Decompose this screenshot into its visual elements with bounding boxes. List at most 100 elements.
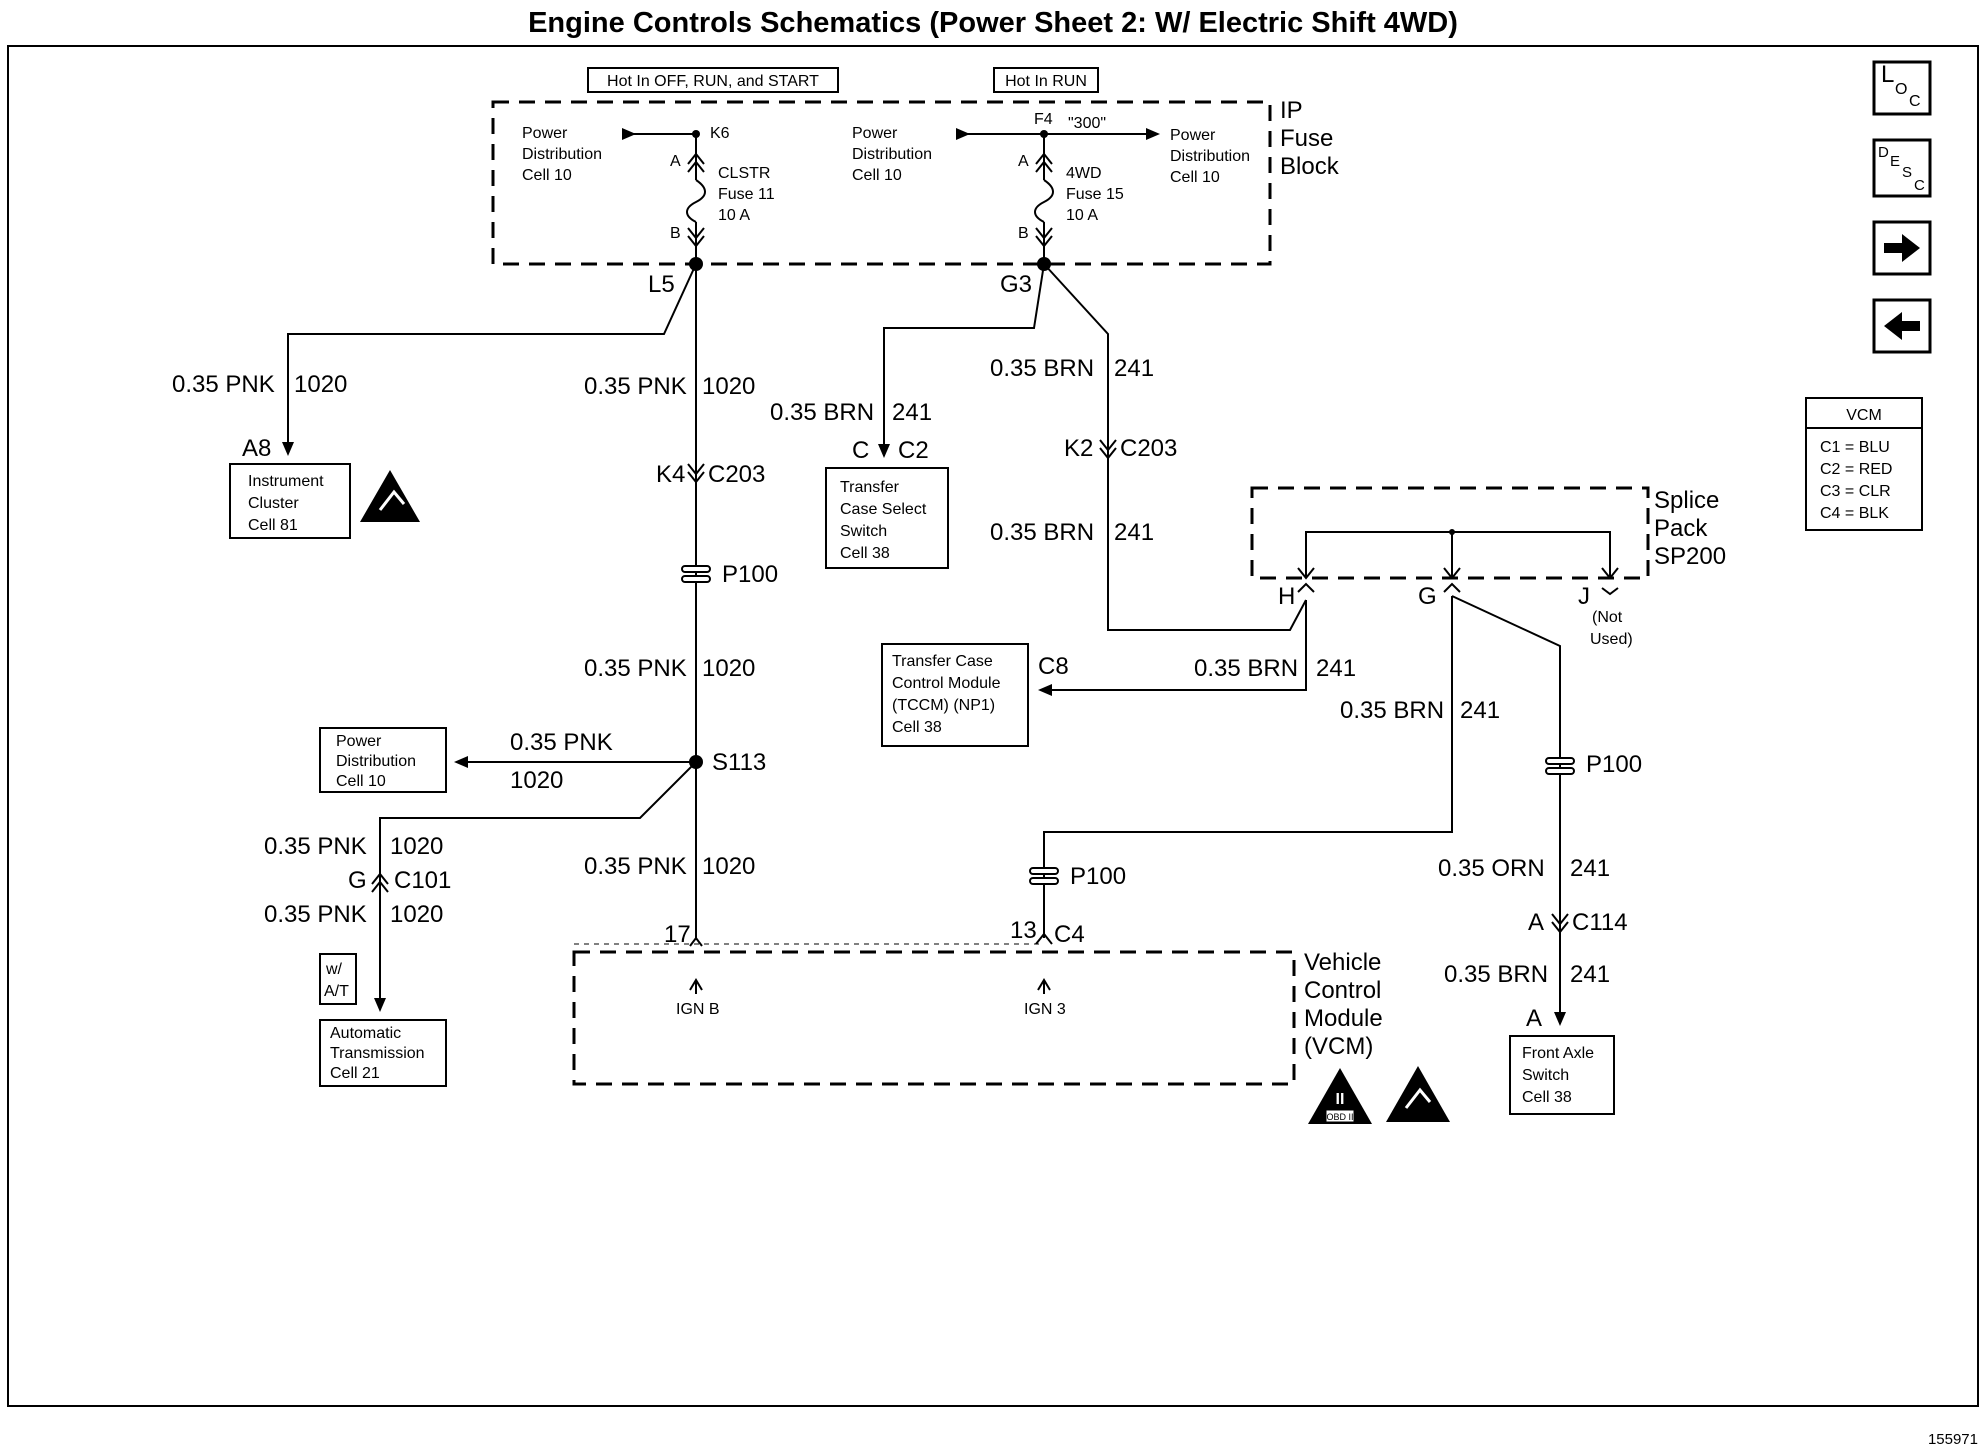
transfer-case-select-switch: Transfer Case Select Switch Cell 38 [825, 467, 949, 569]
svg-text:IGN 3: IGN 3 [1024, 1001, 1066, 1018]
svg-text:0.35 PNK: 0.35 PNK [584, 853, 687, 880]
svg-text:Used): Used) [1590, 631, 1633, 648]
svg-text:L5: L5 [648, 271, 675, 298]
svg-text:0.35 BRN: 0.35 BRN [1340, 697, 1444, 724]
esd-warning-icon [360, 470, 420, 522]
svg-text:Vehicle: Vehicle [1304, 949, 1381, 976]
svg-text:Instrument: Instrument [248, 473, 324, 490]
pd-mid-label: Distribution [852, 146, 932, 163]
svg-text:C114: C114 [1572, 909, 1628, 936]
svg-text:241: 241 [1570, 961, 1610, 988]
svg-text:1020: 1020 [702, 373, 755, 400]
svg-text:Switch: Switch [840, 523, 887, 540]
connector-c101 [371, 872, 389, 893]
svg-text:1020: 1020 [702, 853, 755, 880]
legend-row: C2 = RED [1820, 461, 1892, 478]
svg-text:II: II [1336, 1091, 1345, 1108]
svg-text:(VCM): (VCM) [1304, 1033, 1373, 1060]
svg-text:241: 241 [1570, 855, 1610, 882]
svg-text:E: E [1890, 153, 1900, 170]
svg-text:Transmission: Transmission [330, 1045, 425, 1062]
svg-text:P100: P100 [1586, 751, 1642, 778]
svg-text:K4: K4 [656, 461, 685, 488]
fuse15-label: 10 A [1066, 207, 1098, 224]
svg-text:0.35 PNK: 0.35 PNK [264, 901, 367, 928]
connector-c203-right [1099, 439, 1117, 460]
loc-button[interactable]: L O C [1872, 60, 1932, 116]
wat-tag: w/ A/T [319, 953, 357, 1005]
fuse11-label: Fuse 11 [718, 186, 775, 203]
pd-left-label: Power [522, 125, 568, 142]
wire-1020-to-cluster: 0.35 PNK 1020 [172, 263, 697, 456]
legend-title: VCM [1846, 407, 1882, 424]
svg-text:Hot In RUN: Hot In RUN [1005, 73, 1087, 90]
svg-text:SP200: SP200 [1654, 543, 1726, 570]
svg-text:Switch: Switch [1522, 1067, 1569, 1084]
ip-fuse-block: Hot In OFF, RUN, and START Hot In RUN IP… [491, 67, 1340, 266]
svg-text:Transfer: Transfer [840, 479, 900, 496]
fuse15-label: Fuse 15 [1066, 186, 1124, 203]
svg-text:Automatic: Automatic [330, 1025, 401, 1042]
svg-text:B: B [1018, 225, 1029, 242]
svg-text:G: G [1418, 583, 1437, 610]
wire-241-to-tccm [1042, 600, 1307, 691]
svg-text:241: 241 [1460, 697, 1500, 724]
svg-text:C: C [1909, 93, 1921, 110]
fuse11-label: 10 A [718, 207, 750, 224]
svg-text:241: 241 [892, 399, 932, 426]
svg-text:G3: G3 [1000, 271, 1032, 298]
svg-text:Cell 38: Cell 38 [1522, 1089, 1572, 1106]
svg-text:C8: C8 [1038, 653, 1069, 680]
esd-warning-icon [1386, 1066, 1450, 1122]
instrument-cluster: Instrument Cluster Cell 81 [229, 463, 351, 539]
fuse-block-name: Block [1280, 153, 1340, 180]
svg-text:IGN B: IGN B [676, 1001, 720, 1018]
fuse15-label: 4WD [1066, 165, 1102, 182]
svg-text:1020: 1020 [510, 767, 563, 794]
svg-text:A/T: A/T [324, 983, 349, 1000]
svg-text:0.35 PNK: 0.35 PNK [584, 655, 687, 682]
svg-text:K6: K6 [710, 125, 730, 142]
legend-row: C3 = CLR [1820, 483, 1891, 500]
fuse-block-name: Fuse [1280, 125, 1333, 152]
svg-text:C: C [852, 437, 869, 464]
svg-text:Cell 38: Cell 38 [892, 719, 942, 736]
svg-text:Power: Power [336, 733, 382, 750]
svg-text:O: O [1895, 81, 1907, 98]
hot-label-2: Hot In RUN [993, 67, 1099, 93]
svg-text:13: 13 [1010, 917, 1037, 944]
pd-right-label: Power [1170, 127, 1216, 144]
svg-text:Front Axle: Front Axle [1522, 1045, 1594, 1062]
svg-text:1020: 1020 [390, 901, 443, 928]
fuse11-label: CLSTR [718, 165, 770, 182]
vcm-connector-legend: VCM C1 = BLU C2 = RED C3 = CLR C4 = BLK [1805, 397, 1923, 531]
prev-button[interactable] [1872, 298, 1932, 354]
svg-text:P100: P100 [1070, 863, 1126, 890]
svg-text:w/: w/ [325, 961, 343, 978]
svg-text:Case Select: Case Select [840, 501, 927, 518]
wire-241-to-switch [883, 263, 1045, 456]
svg-text:A: A [1018, 153, 1029, 170]
svg-text:S: S [1902, 164, 1912, 181]
svg-text:C203: C203 [1120, 435, 1177, 462]
p100-left [681, 565, 711, 583]
connector-c203-left [687, 463, 705, 484]
desc-button[interactable]: D E S C [1872, 138, 1932, 198]
svg-text:L: L [1881, 61, 1894, 88]
p100-right [1545, 757, 1575, 775]
svg-text:S113: S113 [712, 749, 766, 776]
legend-row: C1 = BLU [1820, 439, 1890, 456]
svg-text:C4: C4 [1054, 921, 1085, 948]
svg-text:Hot In OFF, RUN, and START: Hot In OFF, RUN, and START [607, 73, 819, 90]
next-button[interactable] [1872, 220, 1932, 276]
svg-text:1020: 1020 [702, 655, 755, 682]
pd-left-label: Distribution [522, 146, 602, 163]
pd-right-label: Cell 10 [1170, 169, 1220, 186]
svg-text:P100: P100 [722, 561, 778, 588]
vehicle-control-module: IGN B IGN 3 Vehicle Control Module (VCM) [572, 943, 1383, 1086]
svg-text:Cell 38: Cell 38 [840, 545, 890, 562]
wire-241-to-axle [1451, 595, 1561, 1020]
svg-text:C203: C203 [708, 461, 765, 488]
p100-middle [1029, 867, 1059, 885]
